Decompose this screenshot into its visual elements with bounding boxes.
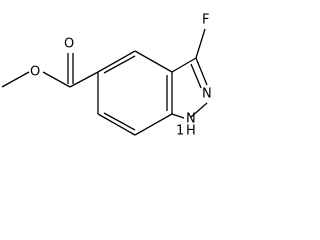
ring-inner-c5-c4 — [103, 55, 136, 74]
fluorine-bond — [195, 28, 206, 59]
ring-bond-c5-c4 — [97, 50, 136, 73]
ring-bond-n2-n1 — [190, 102, 208, 118]
ring-bond-c3a-c3 — [171, 57, 197, 73]
ester-o-c-bond — [42, 71, 71, 88]
n2-label: N — [202, 87, 212, 102]
ester-oxygen-label: O — [30, 65, 40, 80]
n1-hydrogen-digit-label: 1 — [176, 124, 184, 139]
carbonyl-ring-bond — [69, 71, 99, 88]
n1-label: N — [186, 112, 196, 127]
n1-hydrogen-label: H — [186, 124, 196, 139]
methyl-bond — [1, 71, 30, 88]
ring-bond-n1-c7a — [171, 113, 185, 119]
ring-bond-c3-n2-b — [190, 63, 202, 89]
carbonyl-oxygen-label: O — [64, 37, 74, 52]
ring-inner-c7-c6 — [103, 112, 136, 131]
ring-bond-c7a-c7 — [134, 113, 173, 136]
ring-bond-c3-n2-a — [195, 57, 208, 86]
ring-bond-c4-c3a — [134, 50, 173, 73]
molecule-structure: O O F N N H 1 — [1, 13, 212, 139]
ring-bond-c7-c6 — [97, 113, 136, 136]
fluorine-label: F — [202, 13, 209, 28]
